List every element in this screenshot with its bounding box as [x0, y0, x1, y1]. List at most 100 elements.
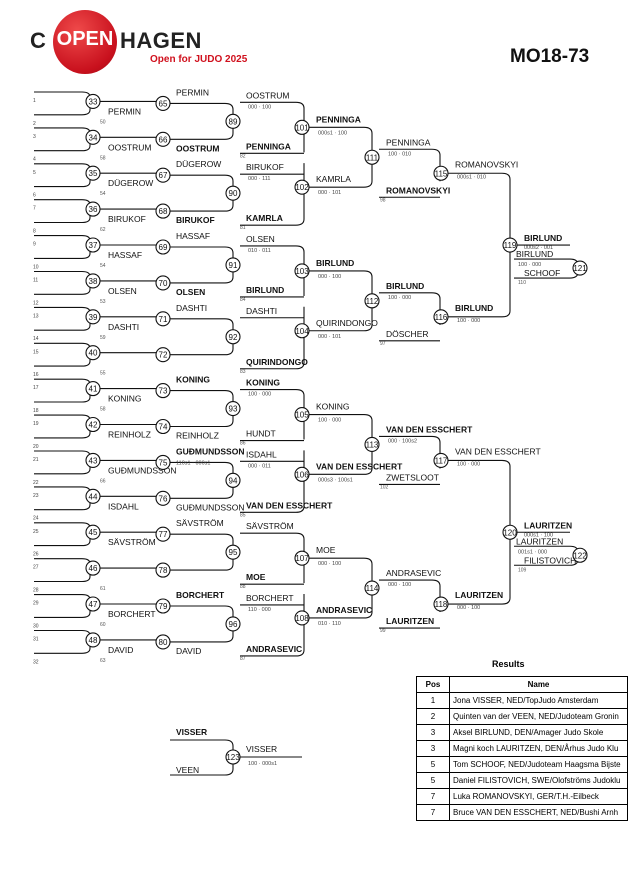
- entrant-id: 58: [100, 407, 106, 413]
- slot-number: 5: [33, 170, 36, 176]
- round2-entrant-name: OLSEN: [108, 286, 137, 296]
- slot-number: 30: [33, 623, 39, 629]
- slot-number: 12: [33, 300, 39, 306]
- match-score: 100 · 000: [318, 418, 341, 424]
- round4-entrant-name: BIRLUND: [246, 285, 284, 295]
- round1-match-number: 42: [89, 421, 98, 430]
- slot-number: 6: [33, 193, 36, 199]
- semi-second-name: LAURITZEN: [516, 536, 563, 546]
- match-score: 000 · 111: [248, 176, 270, 182]
- round1-pair-connector: [34, 163, 91, 188]
- round4-match-number: 103: [295, 267, 309, 276]
- semi-second-name: BIRLUND: [516, 249, 553, 259]
- event-logo: C OPEN HAGEN Open for JUDO 2025: [28, 8, 258, 74]
- match-score: 100 · 000s1: [248, 761, 277, 767]
- match-number-circle: [572, 547, 588, 563]
- round6-entrant-name: VAN DEN ESSCHERT: [386, 424, 473, 434]
- match-score: 100 · 010: [388, 151, 411, 157]
- match-score: 000s3 · 100s1: [318, 477, 353, 483]
- result-name: Jona VISSER, NED/TopJudo Amsterdam: [449, 692, 628, 709]
- semi-winner-name: LAURITZEN: [524, 520, 572, 530]
- match-score: 010 · 011: [248, 248, 271, 254]
- round5-connector: [379, 292, 441, 325]
- slot-number: 26: [33, 552, 39, 558]
- round3-entrant-name: HASSAF: [176, 231, 210, 241]
- slot-number: 28: [33, 588, 39, 594]
- match-number-circle: [225, 400, 241, 417]
- round2-match-number: 72: [159, 351, 168, 360]
- round2-entrant-name: OOSTRUM: [108, 142, 151, 152]
- slot-number: 17: [33, 385, 39, 391]
- entrant-id: 62: [100, 227, 106, 233]
- round1-match-number: 37: [89, 241, 98, 250]
- bronze-match-number: 122: [573, 551, 587, 560]
- round5-entrant-name: BIRLUND: [316, 258, 354, 268]
- round3-entrant-name: OLSEN: [176, 287, 205, 297]
- entrant-id: 83: [240, 369, 246, 375]
- match-number-circle: [225, 329, 241, 345]
- final-winner-name: VISSER: [246, 744, 277, 754]
- result-name: Bruce VAN DEN ESSCHERT, NED/Bushi Arnh: [449, 804, 628, 821]
- slot-number: 23: [33, 493, 39, 499]
- result-name: Quinten van der VEEN, NED/Judoteam Groni…: [449, 708, 628, 725]
- round4-match-number: 106: [295, 470, 309, 479]
- round4-entrant-name: QUIRINDONGO: [246, 357, 308, 367]
- round2-entrant-name: SÄVSTRÖM: [108, 537, 156, 547]
- round4-entrant-name: PENNINGA: [246, 141, 291, 151]
- round1-match-number: 43: [89, 456, 98, 465]
- semi-match-number: 120: [503, 528, 517, 537]
- entrant-id: 54: [100, 263, 106, 269]
- round4-match-number: 107: [295, 554, 309, 563]
- logo-subtitle: Open for JUDO 2025: [150, 54, 248, 65]
- round6-match-number: 117: [435, 456, 448, 465]
- semi-third-name: FILISTOVICH: [524, 555, 576, 565]
- entrant-id: 88: [240, 584, 246, 590]
- result-name: Magni koch LAURITZEN, DEN/Århus Judo Klu: [449, 740, 628, 757]
- semi-match-number: 119: [504, 241, 517, 250]
- match-score: 000 · 101: [318, 334, 341, 340]
- round3-entrant-name: KONING: [176, 375, 210, 385]
- round5-entrant-name: KAMRLA: [316, 174, 351, 184]
- round2-entrant-name: KONING: [108, 394, 142, 404]
- round1-pair-connector: [34, 306, 91, 331]
- round3-entrant-name: DÜGEROW: [176, 159, 221, 169]
- slot-number: 1: [33, 98, 36, 104]
- result-pos: 5: [416, 756, 450, 773]
- entrant-id: 58: [100, 155, 106, 161]
- round1-pair-connector: [34, 342, 91, 367]
- slot-number: 9: [33, 242, 36, 248]
- round3-connector: [240, 245, 305, 296]
- slot-number: 14: [33, 336, 39, 342]
- entrant-id: 98: [380, 197, 386, 203]
- entrant-id: 60: [100, 622, 106, 628]
- match-score: 000s1 · 100: [318, 130, 347, 136]
- match-number-circle: [225, 185, 241, 201]
- round1-match-number: 38: [89, 277, 98, 286]
- match-number-circle: [572, 260, 588, 276]
- match-number-circle: [364, 293, 380, 309]
- round1-match-number: 46: [89, 564, 98, 573]
- round2-entrant-name: DAVID: [108, 645, 133, 655]
- slot-number: 24: [33, 516, 39, 522]
- semi-entrant-name: LAURITZEN: [455, 590, 503, 600]
- round1-match-number: 41: [89, 385, 98, 394]
- match-score: 000 · 101: [318, 190, 341, 196]
- final-match-number: 123: [226, 753, 240, 762]
- entrant-id: 54: [100, 191, 106, 197]
- match-number-circle: [225, 544, 241, 560]
- slot-number: 3: [33, 134, 36, 140]
- round6-entrant-name: ZWETSLOOT: [386, 472, 439, 482]
- match-number-circle: [225, 257, 241, 273]
- slot-number: 29: [33, 601, 39, 607]
- match-score: 100 · 000: [388, 295, 411, 301]
- entrant-id: 84: [240, 297, 246, 303]
- slot-number: 22: [33, 480, 39, 486]
- round2-pair-connector: [170, 246, 234, 284]
- round4-match-number: 108: [295, 614, 309, 623]
- round4-entrant-name: HUNDT: [246, 429, 276, 439]
- round6-match-number: 115: [435, 169, 448, 178]
- round4-entrant-name: KAMRLA: [246, 213, 283, 223]
- slot-number: 10: [33, 264, 39, 270]
- match-score: 000 · 100: [457, 605, 480, 611]
- round3-match-number: 92: [229, 333, 238, 342]
